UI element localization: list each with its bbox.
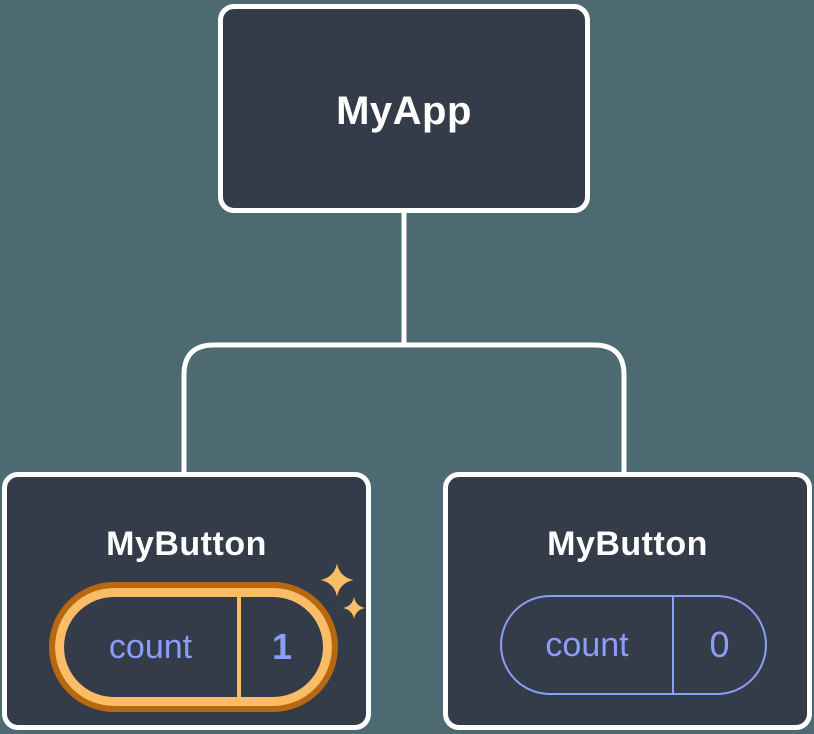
state-value: 0 bbox=[709, 624, 730, 665]
node-mybutton-second: MyButton count 0 bbox=[443, 472, 812, 730]
state-key-label: count bbox=[108, 627, 193, 666]
sparkle-large bbox=[320, 563, 354, 597]
node-myapp-label: MyApp bbox=[336, 89, 472, 133]
node-mybutton-first: MyButton count 1 bbox=[2, 472, 371, 730]
state-pill-plain: count 0 bbox=[500, 595, 767, 695]
state-pill-divider bbox=[672, 597, 674, 693]
state-key-label: count bbox=[545, 625, 629, 664]
state-pill-highlighted: count 1 bbox=[55, 588, 332, 706]
node-myapp: MyApp bbox=[218, 4, 590, 213]
node-mybutton-second-label: MyButton bbox=[547, 525, 708, 563]
state-pill-divider bbox=[237, 597, 241, 697]
node-mybutton-first-label: MyButton bbox=[106, 525, 267, 563]
connector-branch bbox=[181, 342, 627, 473]
state-value: 1 bbox=[271, 626, 293, 667]
sparkles-icon bbox=[320, 563, 365, 619]
sparkle-small bbox=[343, 597, 365, 619]
